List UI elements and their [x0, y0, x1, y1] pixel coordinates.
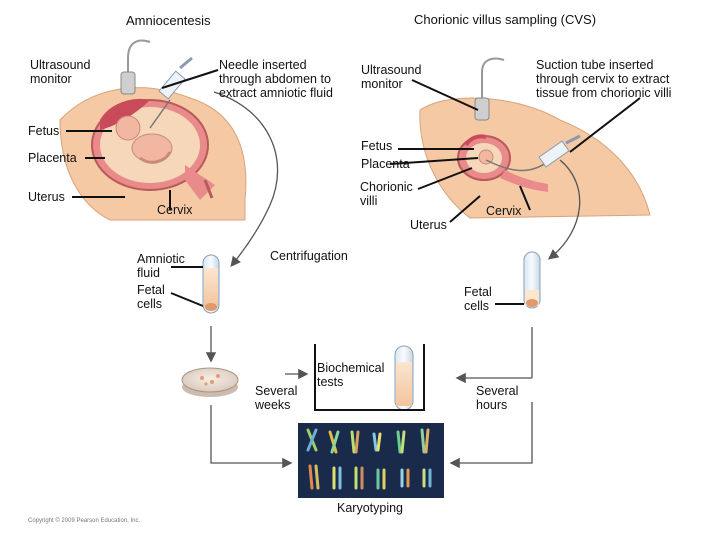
several-weeks-label: Several weeks: [255, 384, 298, 412]
amnio-placenta-label: Placenta: [28, 151, 77, 165]
cvs-title: Chorionic villus sampling (CVS): [414, 12, 597, 27]
cvs-fetus-label: Fetus: [361, 139, 393, 153]
centrifugation-label: Centrifugation: [270, 249, 348, 263]
amnio-leader-lines: [66, 69, 219, 210]
amnio-fetus-label: Fetus: [28, 124, 60, 138]
biochemical-bracket: [314, 344, 425, 411]
flow-arrows: [205, 91, 581, 469]
biochemical-tube: [394, 345, 414, 411]
cvs-test-tube: [523, 251, 541, 309]
cvs-ultrasound-monitor-label: Ultrasound monitor: [361, 63, 422, 91]
amnio-test-tube: [202, 254, 220, 314]
several-hours-label: Several hours: [476, 384, 519, 412]
needle-label: Needle inserted through abdomen to extra…: [219, 58, 333, 100]
suction-tube-label: Suction tube inserted through cervix to …: [536, 58, 672, 100]
cvs-fetal-cells-label: Fetal cells: [464, 285, 492, 313]
amniocentesis-title: Amniocentesis: [126, 13, 211, 28]
amniotic-fluid-label: Amniotic fluid: [137, 252, 185, 280]
amnio-fetus: [115, 115, 173, 164]
culture-dish: [181, 367, 239, 397]
karyotyping-label: Karyotyping: [337, 501, 404, 515]
amnio-ultrasound-monitor-label: Ultrasound monitor: [30, 58, 91, 86]
cvs-uterus-label: Uterus: [410, 218, 447, 232]
amnio-uterus-label: Uterus: [28, 190, 65, 204]
cvs-cervix-label: Cervix: [486, 204, 522, 218]
amnio-body-illustration: [59, 87, 247, 221]
cvs-ultrasound-probe: [474, 57, 505, 121]
cvs-leader-lines: [389, 79, 641, 223]
cvs-placenta-label: Placenta: [361, 157, 410, 171]
cvs-suction-tube: [485, 134, 581, 172]
amnio-cervix-label: Cervix: [157, 203, 193, 217]
amnio-fetal-cells-label: Fetal cells: [137, 283, 165, 311]
karyotype-image: [298, 423, 444, 498]
chorionic-villi-label: Chorionic villi: [360, 180, 413, 208]
biochemical-tests-label: Biochemical tests: [317, 361, 385, 389]
amnio-ultrasound-probe: [120, 39, 151, 95]
copyright-notice: Copyright © 2009 Pearson Education, Inc.: [28, 518, 141, 524]
